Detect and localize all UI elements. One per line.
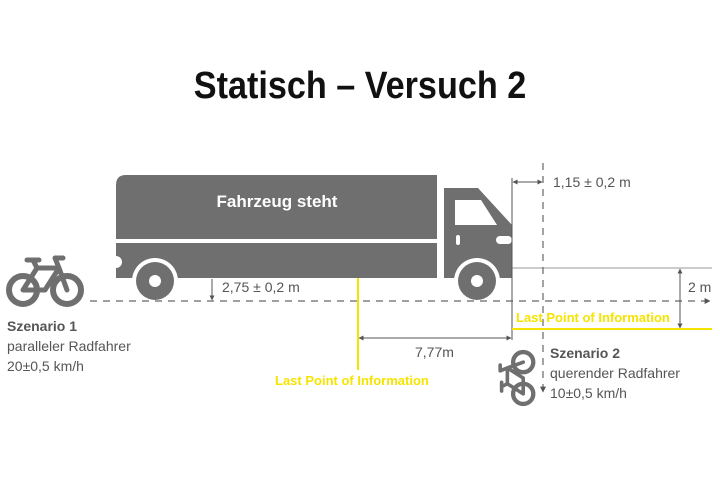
lpi-label-2: Last Point of Information	[516, 310, 670, 325]
vehicle-label: Fahrzeug steht	[217, 192, 338, 211]
scenario1-line1: paralleler Radfahrer	[7, 338, 131, 354]
dim-side: 2,75 ± 0,2 m	[222, 279, 300, 295]
dim-lane: 2 m	[688, 279, 711, 295]
dim-longitudinal: 7,77m	[415, 344, 454, 360]
scenario2-line2: 10±0,5 km/h	[550, 385, 627, 401]
dim-lateral: 1,15 ± 0,2 m	[553, 174, 631, 190]
bicycle-icon	[9, 258, 81, 304]
scenario2-title: Szenario 2	[550, 345, 620, 361]
scenario1-line2: 20±0,5 km/h	[7, 358, 84, 374]
scenario1-title: Szenario 1	[7, 318, 77, 334]
bicycle-icon	[500, 352, 533, 404]
lpi-label-1: Last Point of Information	[275, 373, 429, 388]
page-title: Statisch – Versuch 2	[194, 63, 526, 106]
truck	[116, 175, 512, 304]
scenario2-line1: querender Radfahrer	[550, 365, 680, 381]
